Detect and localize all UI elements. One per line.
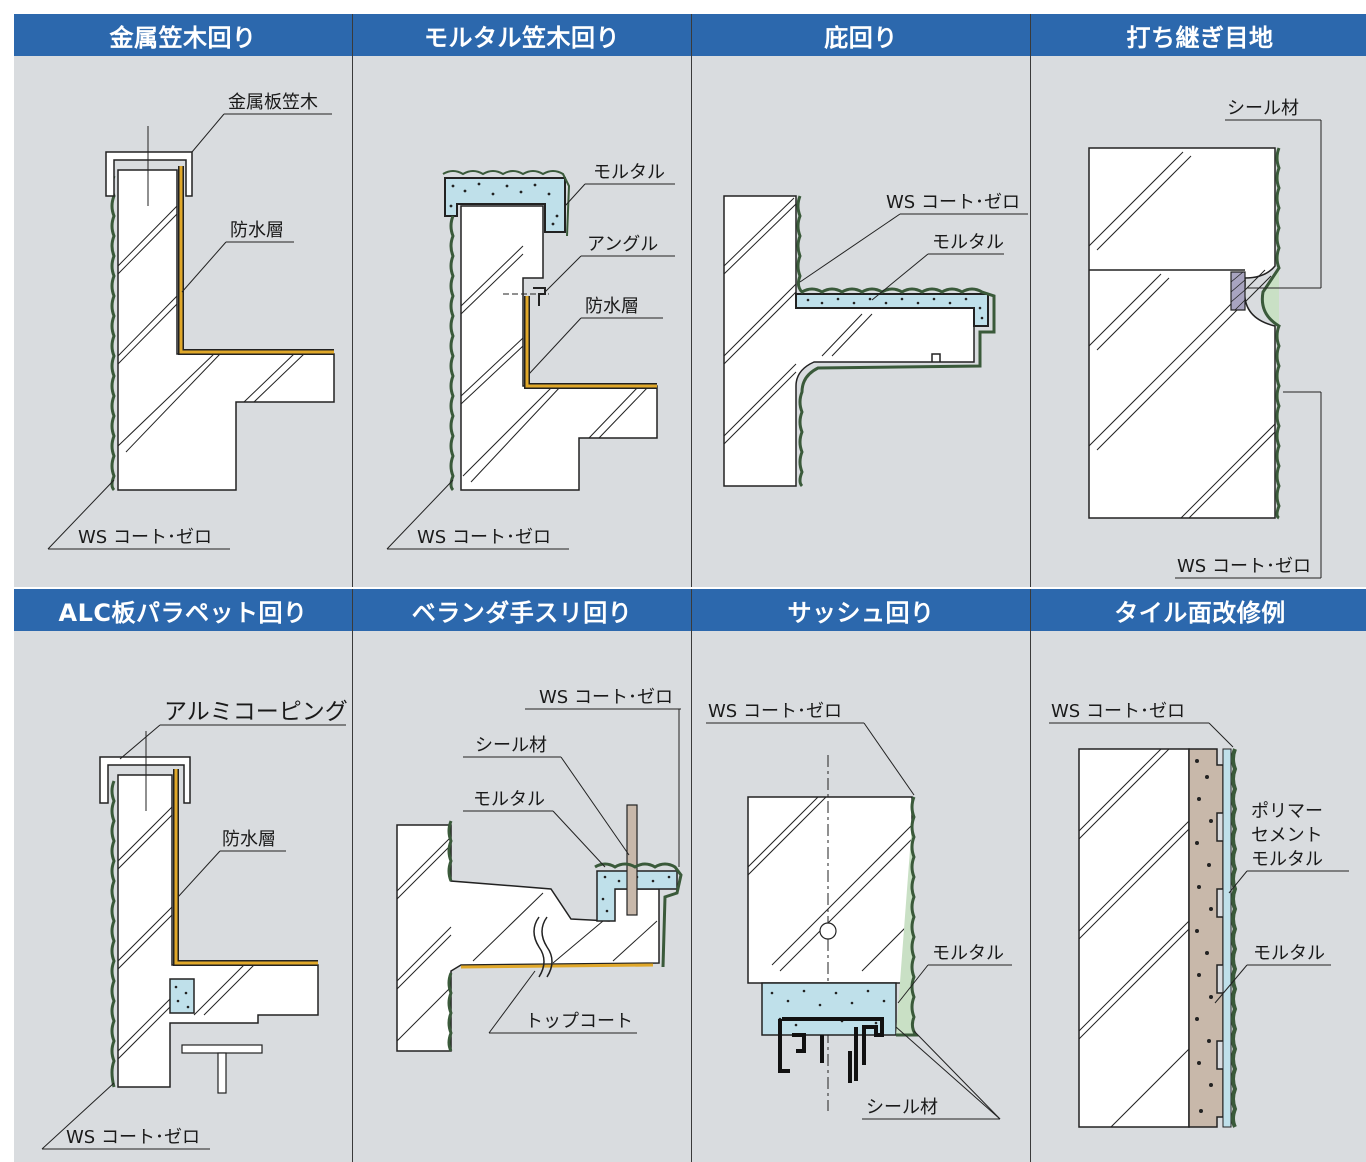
- mortar-dots: [770, 989, 886, 1027]
- label-ws-coat: WS コート･ゼロ: [78, 527, 212, 548]
- panel-metal-coping: 金属笠木回り: [14, 14, 352, 587]
- label-coping: 金属板笠木: [228, 92, 318, 113]
- mortar-dots: [1195, 759, 1213, 1113]
- panel-title: サッシュ回り: [692, 589, 1030, 631]
- panel-title: 金属笠木回り: [14, 14, 352, 56]
- detail-grid: 金属笠木回り: [14, 14, 1366, 1162]
- panel-title: モルタル笠木回り: [353, 14, 691, 56]
- label-mortar: モルタル: [1253, 943, 1325, 964]
- panel-construction-joint: 打ち継ぎ目地 シール材: [1031, 14, 1366, 587]
- label-sealant: シール材: [1227, 98, 1299, 119]
- label-topcoat: トップコート: [525, 1011, 633, 1032]
- panel-alc-parapet: ALC板パラペット回り: [14, 589, 352, 1162]
- panel-eaves: 庇回り: [692, 14, 1030, 587]
- panel-diagram: シール材 WS コート･ゼロ: [1031, 56, 1366, 587]
- label-polymer-1: ポリマー: [1251, 801, 1323, 822]
- panel-title: 打ち継ぎ目地: [1031, 14, 1366, 56]
- wall-hatching: [117, 806, 255, 1060]
- panel-title: タイル面改修例: [1031, 589, 1366, 631]
- label-ws-coat: WS コート･ゼロ: [417, 527, 551, 548]
- label-mortar: モルタル: [932, 232, 1004, 253]
- panel-title: ALC板パラペット回り: [14, 589, 352, 631]
- label-mortar: モルタル: [932, 943, 1004, 964]
- label-mortar: モルタル: [473, 789, 545, 810]
- mortar-dots: [806, 297, 984, 320]
- label-mortar: モルタル: [593, 162, 665, 183]
- mortar-dots: [449, 182, 559, 226]
- label-waterproof: 防水層: [230, 220, 284, 241]
- wall-hatching: [747, 796, 913, 972]
- label-ws-coat: WS コート･ゼロ: [1177, 556, 1311, 577]
- label-ws-coat: WS コート･ゼロ: [886, 192, 1020, 213]
- panel-title: 庇回り: [692, 14, 1030, 56]
- label-ws-coat: WS コート･ゼロ: [66, 1127, 200, 1148]
- panel-mortar-coping: モルタル笠木回り: [353, 14, 691, 587]
- row-divider: [14, 587, 1366, 589]
- panel-tile-renovation: タイル面改修例: [1031, 589, 1366, 1162]
- label-ws-coat: WS コート･ゼロ: [708, 701, 842, 722]
- label-polymer-2: セメント: [1251, 825, 1323, 846]
- panel-diagram: WS コート･ゼロ シール材 モルタル トップコート: [353, 631, 691, 1162]
- panel-sash: サッシュ回り: [692, 589, 1030, 1162]
- label-aluminum-coping: アルミコーピング: [164, 699, 348, 725]
- panel-diagram: WS コート･ゼロ モルタル: [692, 56, 1030, 587]
- panel-balcony-handrail: ベランダ手スリ回り: [353, 589, 691, 1162]
- panel-diagram: 金属板笠木 防水層 WS コート･ゼロ: [14, 56, 352, 587]
- label-angle: アングル: [587, 234, 658, 255]
- wall-hatching: [117, 205, 305, 453]
- wall-hatching: [1078, 748, 1190, 1128]
- label-ws-coat: WS コート･ゼロ: [1051, 701, 1185, 722]
- label-ws-coat: WS コート･ゼロ: [539, 687, 673, 708]
- label-waterproof: 防水層: [222, 829, 276, 850]
- panel-diagram: WS コート･ゼロ ポリマー セメント モルタル モルタル: [1031, 631, 1366, 1162]
- panel-diagram: アルミコーピング 防水層 WS コート･ゼロ: [14, 631, 352, 1162]
- label-polymer-3: モルタル: [1251, 849, 1323, 870]
- panel-title: ベランダ手スリ回り: [353, 589, 691, 631]
- wall-hatching: [1088, 151, 1276, 519]
- wall-hatching: [460, 245, 650, 483]
- label-waterproof: 防水層: [585, 296, 639, 317]
- wall-hatching: [723, 197, 873, 445]
- label-sealant: シール材: [866, 1097, 938, 1118]
- panel-diagram: WS コート･ゼロ モルタル シール材: [692, 631, 1030, 1162]
- label-sealant: シール材: [475, 735, 547, 756]
- panel-diagram: モルタル アングル 防水層 WS コート･ゼロ: [353, 56, 691, 587]
- wall-hatching: [396, 836, 658, 1042]
